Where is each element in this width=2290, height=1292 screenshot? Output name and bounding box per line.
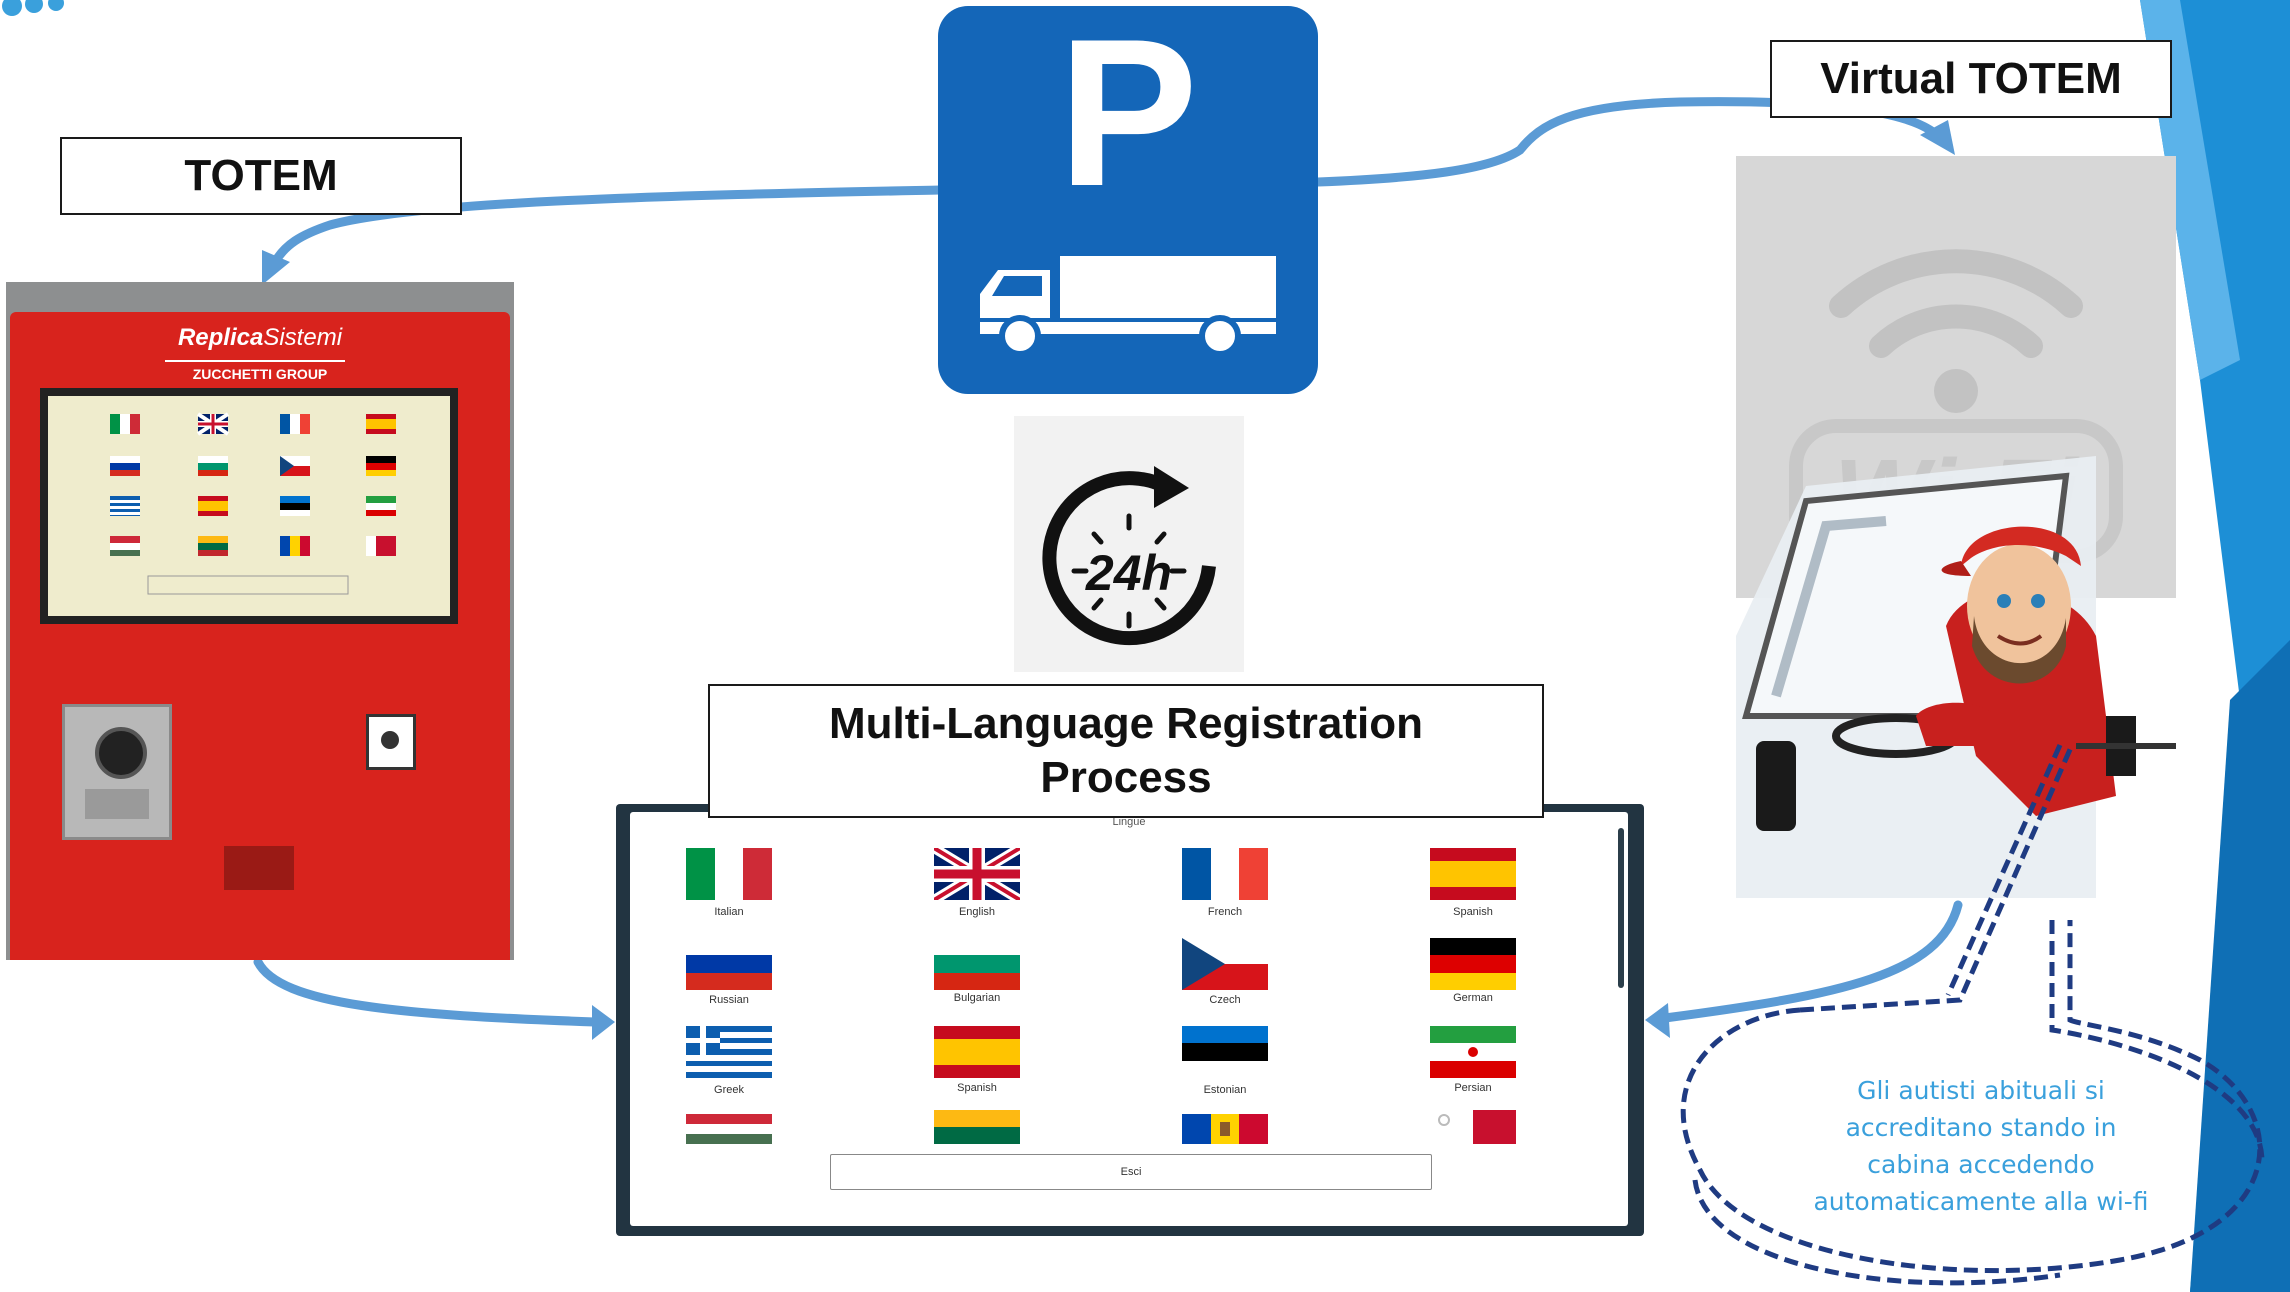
language-label[interactable]: French <box>1207 906 1243 918</box>
flag-spain-icon[interactable] <box>1430 848 1516 900</box>
kiosk-camera-icon <box>95 727 147 779</box>
language-label[interactable]: English <box>958 906 996 918</box>
arrow-virtual-to-registration <box>1660 900 1963 1023</box>
logo-fragment-icon <box>48 0 64 11</box>
bubble-text: Gli autisti abituali si accreditano stan… <box>1813 1076 2149 1216</box>
wifi-icon <box>1789 249 2123 563</box>
flag-italy-icon[interactable] <box>686 848 772 900</box>
flag-germany-icon[interactable] <box>1430 938 1516 990</box>
arrowheads <box>262 120 1955 1040</box>
language-label[interactable]: Italian <box>714 906 744 918</box>
language-label[interactable]: Czech <box>1209 994 1241 1006</box>
kiosk-body: ReplicaSistemi ZUCCHETTI GROUP <box>10 312 510 960</box>
arrow-totem-to-registration <box>253 957 600 1027</box>
flag-moldova-icon[interactable] <box>1182 1114 1268 1144</box>
language-screen: Lingue Italian English French Spanish Ru… <box>630 812 1628 1226</box>
clock-arrow-icon <box>1154 466 1189 508</box>
flag-estonia-icon[interactable] <box>1182 1026 1268 1078</box>
exit-button[interactable]: Esci <box>830 1154 1432 1190</box>
kiosk-brand-rule <box>165 360 345 362</box>
flag-france-icon[interactable] <box>1182 848 1268 900</box>
kiosk-brand-bold: Replica <box>177 324 264 351</box>
right-accent-band-dark <box>2190 640 2290 1292</box>
flag-spain-icon[interactable] <box>934 1026 1020 1078</box>
clock-drawing <box>1042 466 1216 646</box>
driver-illustration <box>1736 456 2176 898</box>
flag-latvia-icon[interactable] <box>1430 1110 1516 1144</box>
kiosk-camera-panel <box>62 704 172 840</box>
language-label[interactable]: Persian <box>1454 1082 1492 1094</box>
virtual-totem-panel: Wi-Fi <box>1736 156 2176 898</box>
kiosk-ticket-slot <box>224 846 294 890</box>
logo-fragment-icon <box>2 0 22 16</box>
language-label[interactable]: Greek <box>714 1084 744 1096</box>
registration-label: Multi-Language Registration Process <box>708 684 1544 818</box>
kiosk-card-reader <box>366 714 416 770</box>
clock-24h-icon: 24h <box>1014 416 1244 672</box>
language-screen-scrollbar[interactable] <box>1618 828 1624 988</box>
flag-bulgaria-icon[interactable] <box>934 938 1020 990</box>
totem-label: TOTEM <box>60 137 462 215</box>
kiosk-mini-flags <box>110 412 396 595</box>
kiosk-group: ZUCCHETTI GROUP <box>192 366 328 382</box>
bubble-outline <box>1680 743 2265 1286</box>
kiosk-intercom-grille <box>85 789 149 819</box>
language-label[interactable]: Spanish <box>957 1082 997 1094</box>
parking-sign-icon: P <box>938 0 1318 394</box>
flag-hungary-icon[interactable] <box>686 1114 772 1144</box>
truck-icon <box>980 256 1276 356</box>
clock-text: 24h <box>1085 545 1173 601</box>
virtual-totem-label: Virtual TOTEM <box>1770 40 2172 118</box>
flag-uk-icon[interactable] <box>934 848 1020 900</box>
kiosk-brand: ReplicaSistemi <box>160 324 360 352</box>
kiosk-brand-light: Sistemi <box>263 324 343 351</box>
language-label[interactable]: Bulgarian <box>953 992 1001 1004</box>
flag-russia-icon[interactable] <box>686 938 772 990</box>
language-label[interactable]: Estonian <box>1203 1084 1247 1096</box>
language-screen-frame: Lingue Italian English French Spanish Ru… <box>616 804 1644 1236</box>
flag-iran-icon[interactable] <box>1430 1026 1516 1078</box>
kiosk-screen-display <box>48 396 450 616</box>
logo-fragment-icon <box>25 0 43 13</box>
flag-lithuania-icon[interactable] <box>934 1110 1020 1144</box>
language-label[interactable]: Russian <box>709 994 749 1006</box>
flag-greece-icon[interactable] <box>686 1026 772 1078</box>
language-screen-title: Lingue <box>1112 816 1146 828</box>
language-label[interactable]: Spanish <box>1453 906 1493 918</box>
flag-czech-icon[interactable] <box>1182 938 1268 990</box>
kiosk-screen <box>40 388 458 624</box>
parking-letter: P <box>1057 0 1199 230</box>
language-label[interactable]: German <box>1453 992 1493 1004</box>
totem-kiosk: ReplicaSistemi ZUCCHETTI GROUP <box>6 282 514 960</box>
